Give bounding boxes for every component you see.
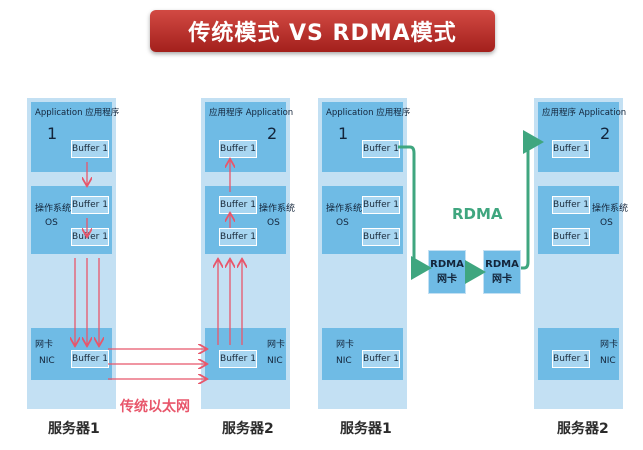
buffer-nic: Buffer 1 [552, 350, 590, 368]
app-label: Application 应用程序 [35, 108, 120, 118]
buffer-os-1: Buffer 1 [552, 196, 590, 214]
app-number: 1 [47, 124, 58, 143]
os-label: 操作系统 [592, 204, 629, 214]
arrow-rdma-nic-to-app [521, 130, 544, 270]
app-section: 应用程序 Application 2 Buffer 1 [205, 102, 293, 172]
nic-label-en: NIC [39, 356, 55, 366]
app-number: 2 [267, 124, 278, 143]
rdma-nic-1: RDMA 网卡 [428, 250, 466, 294]
nic-label-en: NIC [600, 356, 616, 366]
os-section: 操作系统 OS Buffer 1 Buffer 1 [322, 186, 403, 254]
server-1-rdma: Application 应用程序 1 Buffer 1 操作系统 OS Buff… [318, 98, 410, 409]
buffer-os-1: Buffer 1 [219, 196, 257, 214]
buffer-nic: Buffer 1 [362, 350, 400, 368]
buffer-app: Buffer 1 [71, 140, 109, 158]
buffer-nic: Buffer 1 [71, 350, 109, 368]
os-label: 操作系统 [326, 204, 363, 214]
buffer-os-2: Buffer 1 [219, 228, 257, 246]
rdma-label: RDMA [452, 205, 503, 223]
nic-label: 网卡 [35, 340, 54, 350]
app-label: 应用程序 Application [209, 108, 294, 118]
rdma-nic-1-line1: RDMA [430, 259, 464, 270]
os-section: 操作系统 OS Buffer 1 Buffer 1 [205, 186, 295, 254]
app-label: Application 应用程序 [326, 108, 411, 118]
app-label: 应用程序 Application [542, 108, 627, 118]
server-1-caption: 服务器1 [340, 421, 392, 437]
nic-label: 网卡 [600, 340, 619, 350]
server-2-caption: 服务器2 [222, 421, 274, 437]
os-section: 操作系统 OS Buffer 1 Buffer 1 [538, 186, 628, 254]
buffer-os-2: Buffer 1 [552, 228, 590, 246]
nic-label: 网卡 [336, 340, 355, 350]
app-number: 2 [600, 124, 611, 143]
server-1-caption: 服务器1 [48, 421, 100, 437]
nic-section: 网卡 NIC Buffer 1 [322, 328, 403, 380]
buffer-os-1: Buffer 1 [362, 196, 400, 214]
traditional-ethernet-label: 传统以太网 [120, 399, 190, 415]
os-label-en: OS [336, 218, 349, 228]
nic-label-en: NIC [267, 356, 283, 366]
nic-section: 网卡 NIC Buffer 1 [538, 328, 619, 380]
app-section: Application 应用程序 1 Buffer 1 [31, 102, 119, 172]
os-label-en: OS [267, 218, 280, 228]
server-2-caption: 服务器2 [557, 421, 609, 437]
rdma-nic-2-line2: 网卡 [492, 274, 512, 285]
os-label: 操作系统 [35, 204, 72, 214]
os-label: 操作系统 [259, 204, 296, 214]
nic-label-en: NIC [336, 356, 352, 366]
buffer-nic: Buffer 1 [219, 350, 257, 368]
rdma-nic-2: RDMA 网卡 [483, 250, 521, 294]
server-2-rdma: 应用程序 Application 2 Buffer 1 操作系统 OS Buff… [534, 98, 628, 409]
arrow-rdma-app-to-nic [398, 145, 432, 280]
buffer-os-1: Buffer 1 [71, 196, 109, 214]
buffer-os-2: Buffer 1 [362, 228, 400, 246]
nic-label: 网卡 [267, 340, 286, 350]
app-section: Application 应用程序 1 Buffer 1 [322, 102, 410, 172]
app-section: 应用程序 Application 2 Buffer 1 [538, 102, 626, 172]
buffer-app: Buffer 1 [362, 140, 400, 158]
rdma-nic-1-line2: 网卡 [437, 274, 457, 285]
page-title: 传统模式 VS RDMA模式 [150, 10, 495, 52]
os-label-en: OS [45, 218, 58, 228]
server-1-traditional: Application 应用程序 1 Buffer 1 操作系统 OS Buff… [27, 98, 119, 409]
os-label-en: OS [600, 218, 613, 228]
app-number: 1 [338, 124, 349, 143]
rdma-nic-2-line1: RDMA [485, 259, 519, 270]
server-2-traditional: 应用程序 Application 2 Buffer 1 操作系统 OS Buff… [201, 98, 295, 409]
buffer-app: Buffer 1 [219, 140, 257, 158]
buffer-app: Buffer 1 [552, 140, 590, 158]
